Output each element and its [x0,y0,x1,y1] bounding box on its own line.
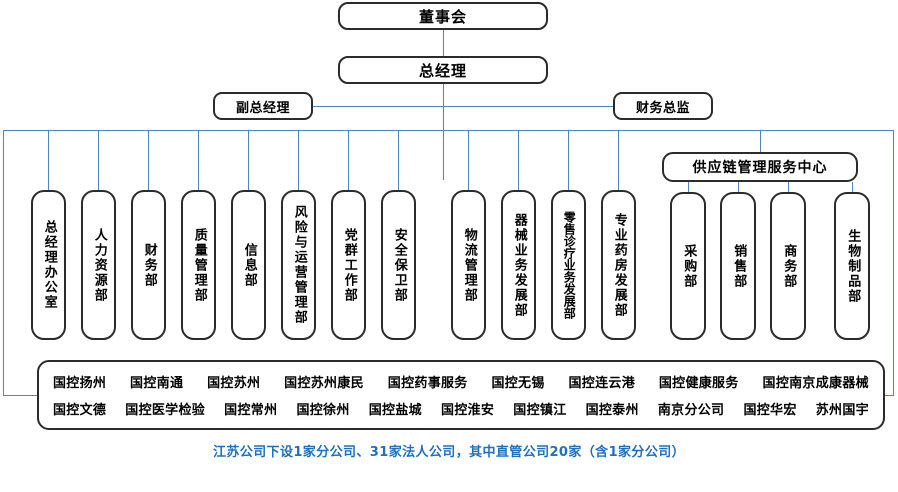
connector-gm-to-bus [443,84,444,180]
dept-label-6: 风险与运营管理部 [291,205,307,325]
subsidiary-item-1[interactable]: 国控扬州 [53,376,107,391]
connector-dept-9 [468,130,469,190]
dept-box-2[interactable]: 人力资源部 [81,190,116,340]
node-cfo[interactable]: 财务总监 [613,92,713,120]
subsidiary-item-1[interactable]: 国控文德 [53,403,107,418]
connector-dept-2 [98,130,99,190]
dept-label-5: 信息部 [241,242,257,288]
connector-dept-3 [148,130,149,190]
dept-label-2: 人力资源部 [91,227,107,303]
scm-dept-box-2[interactable]: 销售部 [720,192,756,340]
connector-bus-to-scm [760,130,761,152]
connector-dept-8 [398,130,399,190]
connector-main-bus [3,130,893,131]
node-general-manager-label: 总经理 [418,61,467,80]
connector-deputy-to-cfo [313,106,623,107]
dept-label-3: 财务部 [141,242,157,288]
connector-dept-4 [198,130,199,190]
subsidiary-item-7[interactable]: 国控连云港 [568,376,636,391]
connector-dept-1 [48,130,49,190]
subsidiary-item-3[interactable]: 国控常州 [224,403,278,418]
frame-left-leg [3,130,4,395]
frame-left-foot [3,395,43,396]
connector-dept-5 [248,130,249,190]
dept-label-10: 器械业务发展部 [511,212,527,318]
dept-box-10[interactable]: 器械业务发展部 [501,190,536,340]
chart-caption: 江苏公司下设1家分公司、31家法人公司，其中直管公司20家（含1家分公司） [212,445,686,460]
node-general-manager[interactable]: 总经理 [338,56,548,84]
subsidiary-item-9[interactable]: 南京分公司 [657,403,725,418]
subsidiary-item-10[interactable]: 国控华宏 [743,403,797,418]
connector-scm-4 [852,182,853,192]
subsidiary-item-6[interactable]: 国控淮安 [441,403,495,418]
scm-dept-label-3: 商务部 [781,243,797,289]
node-deputy-general-manager-label: 副总经理 [235,100,290,116]
scm-dept-label-4: 生物制品部 [845,228,861,304]
scm-dept-label-2: 销售部 [731,243,747,289]
dept-label-9: 物流管理部 [461,227,477,303]
dept-label-1: 总经理办公室 [41,220,57,310]
subsidiary-item-5[interactable]: 国控药事服务 [387,376,468,391]
subsidiary-item-7[interactable]: 国控镇江 [513,403,567,418]
node-board-label: 董事会 [418,7,467,26]
connector-dept-11 [568,130,569,190]
subsidiary-item-8[interactable]: 国控泰州 [585,403,639,418]
node-supply-chain-center-label: 供应链管理服务中心 [692,160,828,176]
dept-box-5[interactable]: 信息部 [231,190,266,340]
subsidiary-item-9[interactable]: 国控南京成康器械 [762,376,869,391]
dept-box-6[interactable]: 风险与运营管理部 [281,190,316,340]
scm-dept-box-3[interactable]: 商务部 [770,192,806,340]
node-board[interactable]: 董事会 [338,2,548,30]
connector-dept-10 [518,130,519,190]
connector-dept-7 [348,130,349,190]
connector-board-to-gm [443,30,444,56]
dept-label-4: 质量管理部 [191,227,207,303]
subsidiaries-row-1: 国控扬州 国控南通 国控苏州 国控苏州康民 国控药事服务 国控无锡 国控连云港 国控健康服务 国… [53,368,869,395]
subsidiary-item-11[interactable]: 苏州国宇 [815,403,869,418]
subsidiary-item-4[interactable]: 国控苏州康民 [284,376,364,391]
scm-dept-box-1[interactable]: 采购部 [670,192,706,340]
dept-box-3[interactable]: 财务部 [131,190,166,340]
subsidiary-item-2[interactable]: 国控南通 [130,376,184,391]
scm-dept-label-1: 采购部 [681,243,697,289]
scm-dept-box-4[interactable]: 生物制品部 [834,192,870,340]
dept-label-11: 零售诊疗业务发展部 [562,211,577,319]
node-supply-chain-center[interactable]: 供应链管理服务中心 [662,152,858,182]
subsidiaries-panel[interactable]: 国控扬州国控南通国控苏州国控苏州康民国控药事服务国控无锡国控连云港国控健康服务国… [37,360,885,430]
dept-box-7[interactable]: 党群工作部 [331,190,366,340]
dept-label-8: 安全保卫部 [391,227,407,303]
connector-dept-12 [618,130,619,190]
subsidiary-item-8[interactable]: 国控健康服务 [658,376,739,391]
dept-box-9[interactable]: 物流管理部 [451,190,486,340]
dept-box-4[interactable]: 质量管理部 [181,190,216,340]
connector-scm-2 [738,182,739,192]
subsidiary-item-5[interactable]: 国控盐城 [368,403,422,418]
node-deputy-general-manager[interactable]: 副总经理 [213,92,313,120]
subsidiary-item-6[interactable]: 国控无锡 [491,376,545,391]
frame-right-leg [893,130,894,395]
dept-box-1[interactable]: 总经理办公室 [31,190,66,340]
dept-box-11[interactable]: 零售诊疗业务发展部 [551,190,586,340]
subsidiaries-row-2: 国控文德 国控医学检验 国控常州 国控徐州 国控盐城 国控淮安 国控镇江 国控泰州 南京分公司 国… [53,395,869,422]
node-cfo-label: 财务总监 [635,100,690,116]
subsidiary-item-3[interactable]: 国控苏州 [207,376,261,391]
dept-label-12: 专业药房发展部 [611,212,627,318]
dept-box-8[interactable]: 安全保卫部 [381,190,416,340]
subsidiary-item-4[interactable]: 国控徐州 [296,403,350,418]
connector-dept-6 [298,130,299,190]
connector-scm-3 [788,182,789,192]
connector-scm-1 [688,182,689,192]
dept-box-12[interactable]: 专业药房发展部 [601,190,636,340]
subsidiary-item-2[interactable]: 国控医学检验 [125,403,206,418]
dept-label-7: 党群工作部 [341,227,357,303]
